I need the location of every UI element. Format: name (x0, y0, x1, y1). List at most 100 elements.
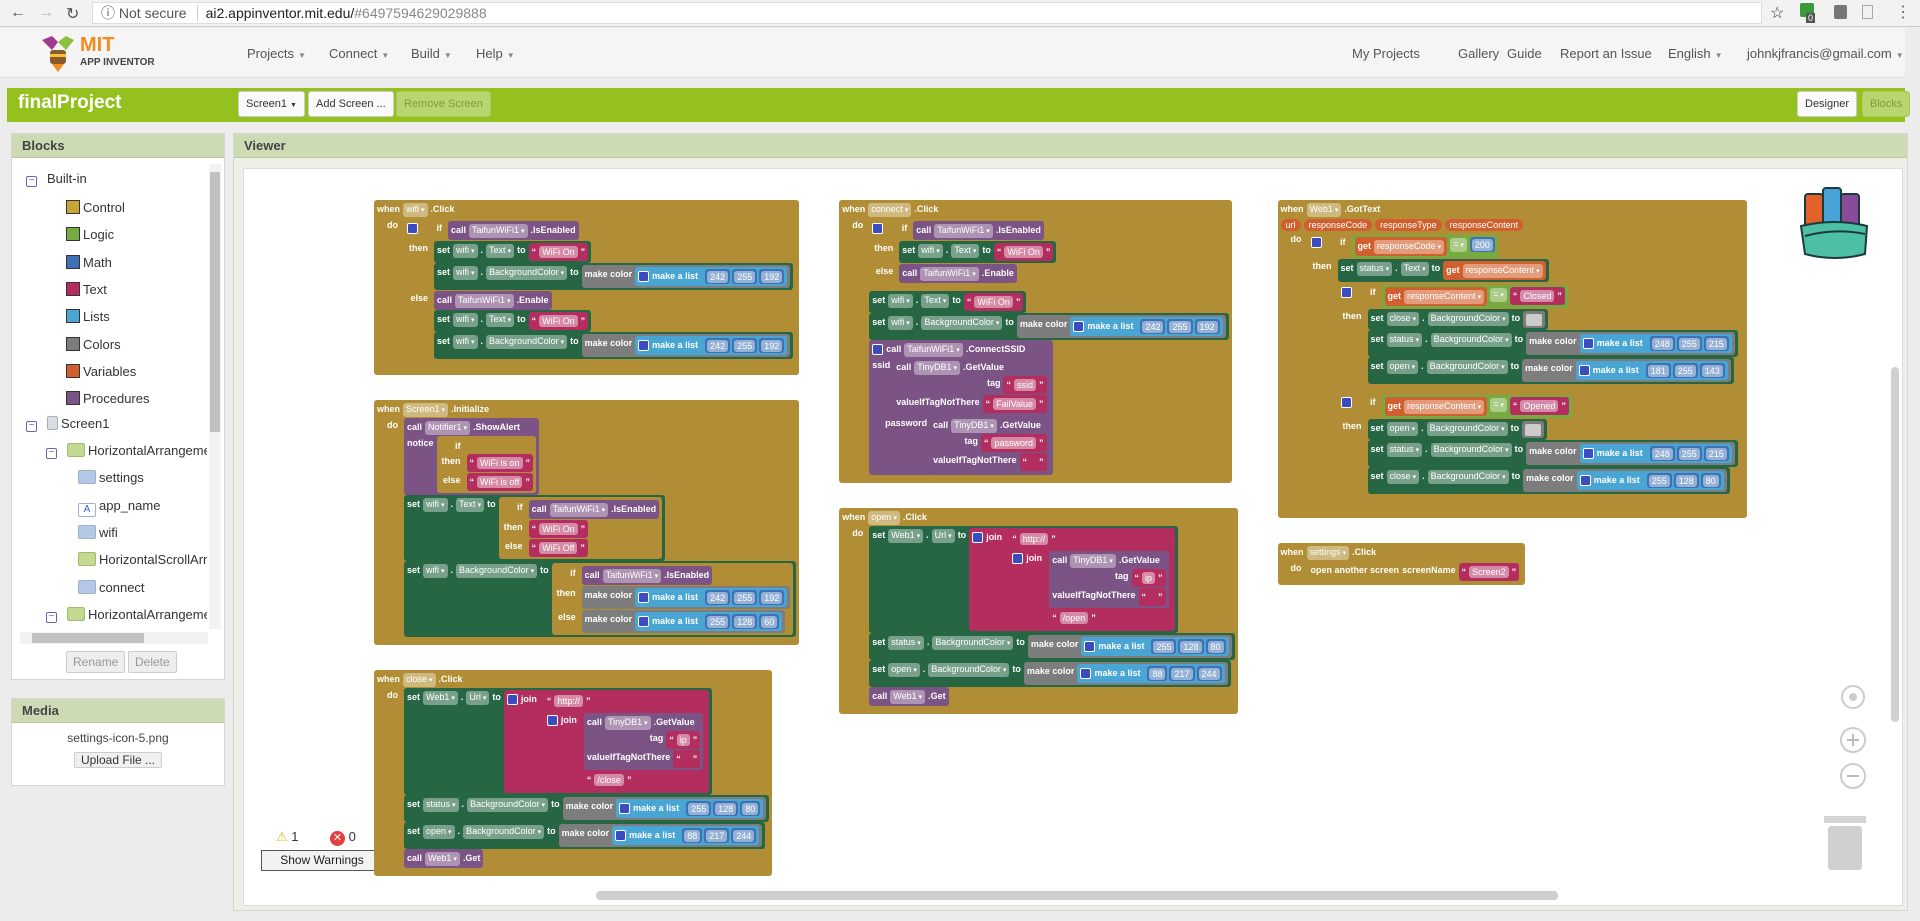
block-dropdown[interactable]: BackgroundColor▾ (1426, 360, 1508, 374)
block-dropdown[interactable]: TinyDB1▾ (604, 716, 651, 730)
block-dropdown[interactable]: status▾ (888, 636, 924, 650)
text-string-block[interactable]: “ ” (1138, 588, 1166, 606)
number-block[interactable]: 60 (759, 614, 780, 629)
text-string-block[interactable]: “WiFi is on” (466, 454, 534, 472)
block-dropdown[interactable]: Notifier1▾ (425, 421, 471, 435)
mutator-gear-icon[interactable] (1084, 641, 1096, 652)
block-dropdown[interactable]: =▾ (1490, 398, 1507, 412)
collapse-icon[interactable]: − (46, 611, 57, 623)
number-value[interactable]: 255 (1169, 321, 1191, 333)
number-value[interactable]: 80 (1702, 475, 1719, 487)
number-value[interactable]: 255 (1678, 338, 1700, 350)
mutator-gear-icon[interactable] (1073, 321, 1085, 332)
scrollbar-thumb[interactable] (210, 172, 220, 432)
block-dropdown[interactable]: responseContent▾ (1404, 290, 1485, 304)
mutator-gear-icon[interactable] (1582, 448, 1594, 459)
text-string-block[interactable]: “WiFi Off” (528, 539, 588, 557)
block-dropdown[interactable]: open▾ (1386, 422, 1419, 436)
text-string-block[interactable]: “WiFi On” (528, 520, 589, 538)
block-dropdown[interactable]: TaifunWiFi1▾ (469, 224, 528, 238)
tree-item-component[interactable]: settings (78, 470, 144, 486)
mutator-gear-icon[interactable] (1582, 338, 1594, 349)
text-string-block[interactable]: “ ” (673, 750, 701, 768)
string-value[interactable]: password (991, 437, 1036, 449)
mutator-gear-icon[interactable] (972, 532, 984, 543)
block-dropdown[interactable]: status▾ (423, 798, 459, 812)
user-menu[interactable]: johnkjfrancis@gmail.com▼ (1747, 46, 1904, 61)
block-dropdown[interactable]: BackgroundColor▾ (1430, 443, 1512, 457)
block-dropdown[interactable]: BackgroundColor▾ (463, 825, 545, 839)
block-dropdown[interactable]: BackgroundColor▾ (932, 636, 1014, 650)
mutator-gear-icon[interactable] (638, 616, 650, 627)
block-dropdown[interactable]: TaifunWiFi1▾ (455, 294, 514, 308)
block-dropdown[interactable]: BackgroundColor▾ (1427, 312, 1509, 326)
block-dropdown[interactable]: open▾ (423, 825, 455, 839)
number-value[interactable]: 200 (1471, 239, 1493, 251)
tree-item-math[interactable]: Math (66, 254, 112, 271)
collapse-icon[interactable]: − (46, 448, 57, 459)
text-string-block[interactable]: “ip” (1131, 569, 1166, 587)
block-dropdown[interactable]: responseCode▾ (1374, 240, 1445, 254)
block-dropdown[interactable]: status▾ (1356, 262, 1393, 276)
mutator-gear-icon[interactable] (638, 340, 650, 351)
text-string-block[interactable]: “http://” (543, 692, 707, 710)
number-block[interactable]: 128 (1178, 639, 1204, 654)
bookmark-star-icon[interactable]: ☆ (1770, 5, 1785, 22)
number-value[interactable]: 255 (707, 616, 729, 628)
number-value[interactable]: 248 (1651, 448, 1673, 460)
mutator-gear-icon[interactable] (407, 223, 418, 234)
link-report-issue[interactable]: Report an Issue (1560, 46, 1652, 61)
screen-select[interactable]: Screen1 ▼ (238, 91, 305, 117)
number-block[interactable]: 255 (705, 614, 731, 629)
text-string-block[interactable]: “http://” (1009, 530, 1172, 548)
number-block[interactable]: 143 (1699, 363, 1725, 378)
link-gallery[interactable]: Gallery (1458, 46, 1500, 61)
workspace-vertical-scrollbar[interactable] (1891, 367, 1899, 722)
number-block[interactable]: 128 (732, 614, 758, 629)
number-block[interactable]: 244 (1196, 666, 1222, 681)
show-warnings-button[interactable]: Show Warnings (261, 850, 383, 871)
block-dropdown[interactable]: responseContent▾ (1404, 400, 1485, 414)
number-block[interactable]: 192 (759, 590, 785, 605)
tree-horizontal-scrollbar[interactable] (20, 632, 208, 644)
text-string-block[interactable]: “/close” (583, 771, 704, 789)
string-value[interactable]: WiFi On (539, 523, 578, 535)
number-value[interactable]: 217 (1171, 668, 1193, 680)
number-value[interactable]: 88 (684, 830, 701, 842)
menu-connect[interactable]: Connect▼ (329, 46, 390, 61)
string-value[interactable]: ssid (1013, 379, 1036, 391)
string-value[interactable]: FailValue (993, 398, 1036, 410)
mutator-gear-icon[interactable] (1012, 553, 1024, 564)
number-block[interactable]: 255 (732, 338, 758, 353)
link-my-projects[interactable]: My Projects (1352, 46, 1420, 61)
block-dropdown[interactable]: Text▾ (951, 244, 980, 258)
string-value[interactable]: ip (676, 734, 690, 746)
